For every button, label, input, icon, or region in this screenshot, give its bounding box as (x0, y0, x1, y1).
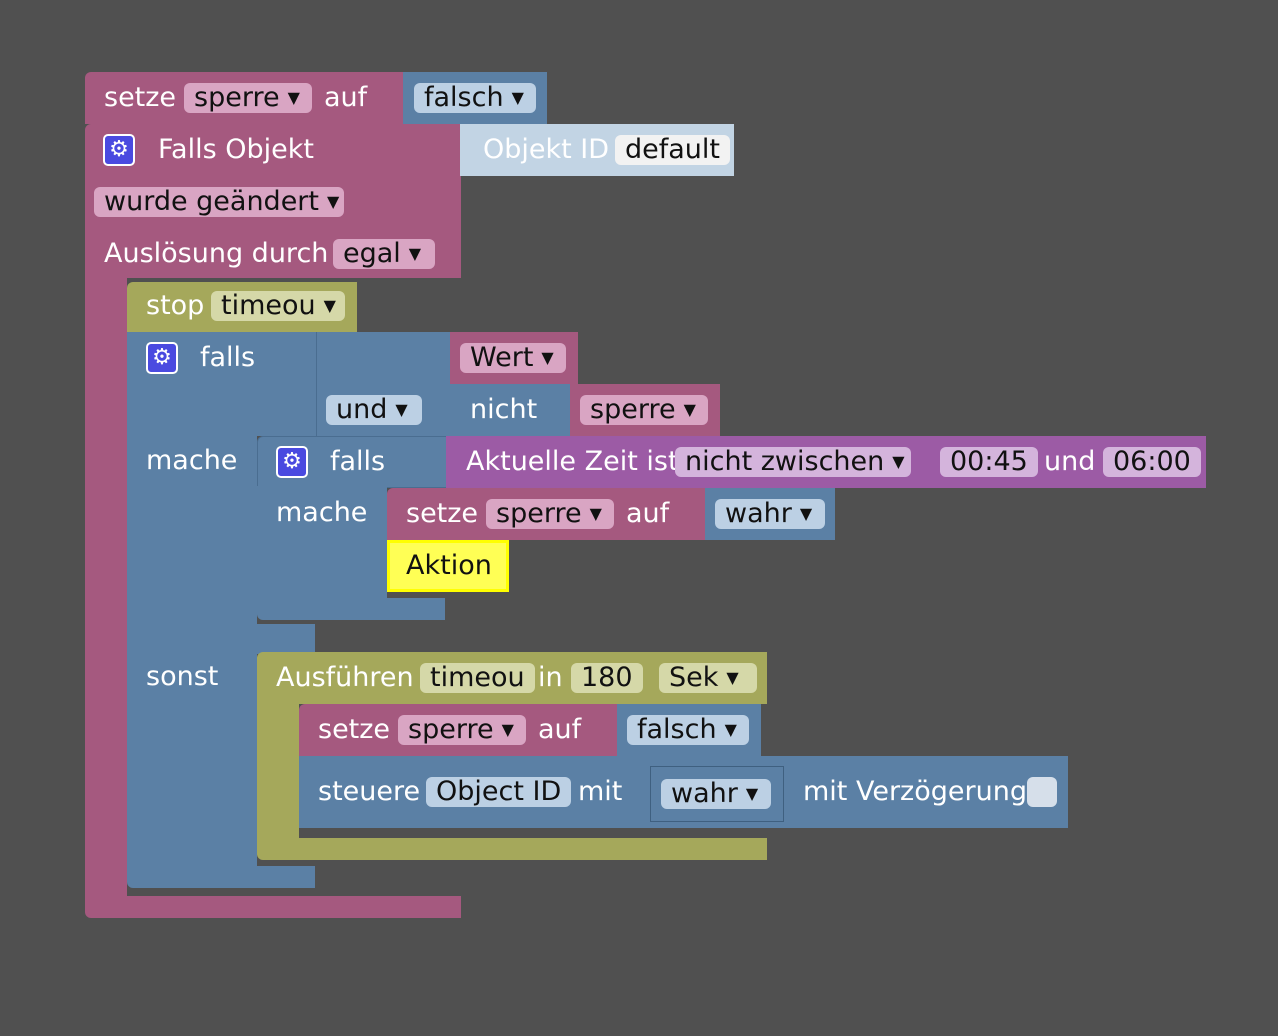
trigger-title: Falls Objekt (158, 134, 314, 165)
gear-icon[interactable]: ⚙ (103, 134, 135, 166)
wert-dropdown[interactable]: Wert▼ (460, 343, 566, 373)
stop-timer-dropdown[interactable]: timeou▼ (211, 291, 345, 321)
time-operator-dropdown[interactable]: nicht zwischen▼ (675, 447, 911, 477)
auf-label: auf (324, 82, 368, 113)
condition-dropdown[interactable]: wurde geändert▼ (94, 187, 344, 217)
timeout-in-label: in (538, 662, 563, 693)
boolean-dropdown[interactable]: wahr▼ (715, 499, 825, 529)
timeout-block-footer (257, 838, 767, 860)
ausloesung-label: Auslösung durch (104, 238, 329, 269)
time-from-field[interactable]: 00:45 (940, 447, 1038, 477)
variable-dropdown[interactable]: sperre▼ (398, 715, 526, 745)
timeout-value-field[interactable]: 180 (571, 663, 643, 693)
variable-dropdown[interactable]: sperre▼ (486, 499, 614, 529)
chevron-down-icon: ▼ (408, 244, 422, 263)
boolean-dropdown[interactable]: wahr▼ (661, 779, 771, 809)
set-label: setze (104, 82, 177, 113)
time-und-label: und (1044, 446, 1096, 477)
time-to-field[interactable]: 06:00 (1103, 447, 1201, 477)
chevron-down-icon: ▼ (726, 668, 739, 687)
chevron-down-icon: ▼ (395, 400, 408, 419)
if-else-bottom (257, 866, 315, 888)
if-else-mid (257, 624, 315, 654)
chevron-down-icon: ▼ (287, 88, 300, 107)
timeout-label: Ausführen (276, 662, 414, 693)
if-else-arm (127, 434, 257, 888)
comment-block[interactable] (387, 540, 509, 592)
set-label: setze (406, 498, 479, 529)
objekt-id-label: Objekt ID (483, 134, 610, 165)
inner-if-footer (257, 598, 445, 620)
timeout-block-arm (257, 702, 299, 840)
delay-checkbox[interactable] (1027, 777, 1057, 807)
chevron-down-icon: ▼ (589, 504, 602, 523)
chevron-down-icon: ▼ (541, 348, 554, 367)
comment-text: Aktion (406, 550, 492, 581)
timeout-timer-field[interactable]: timeou (420, 663, 535, 693)
not-block[interactable] (450, 384, 570, 436)
chevron-down-icon: ▼ (745, 784, 759, 803)
chevron-down-icon: ▼ (892, 452, 905, 471)
chevron-down-icon: ▼ (799, 504, 813, 523)
inner-falls-label: falls (330, 446, 386, 477)
auf-label: auf (538, 714, 582, 745)
nicht-label: nicht (470, 394, 538, 425)
auf-label: auf (626, 498, 670, 529)
trigger-block-arm (85, 276, 127, 898)
chevron-down-icon: ▼ (511, 88, 524, 107)
delay-label: mit Verzögerung (803, 776, 1027, 807)
objekt-id-field[interactable]: default (615, 135, 731, 165)
control-mit-label: mit (578, 776, 623, 807)
chevron-down-icon: ▼ (327, 192, 340, 211)
control-object-field[interactable]: Object ID (426, 777, 572, 807)
chevron-down-icon: ▼ (683, 400, 696, 419)
sperre-dropdown[interactable]: sperre▼ (580, 395, 708, 425)
mache-label: mache (146, 445, 238, 476)
inner-mache-label: mache (276, 497, 368, 528)
sonst-label: sonst (146, 661, 219, 692)
inner-if-arm (257, 486, 387, 600)
and-dropdown[interactable]: und▼ (326, 395, 422, 425)
variable-dropdown[interactable]: sperre▼ (184, 83, 312, 113)
chevron-down-icon: ▼ (724, 720, 737, 739)
timeout-unit-dropdown[interactable]: Sek▼ (659, 663, 757, 693)
set-label: setze (318, 714, 391, 745)
boolean-dropdown[interactable]: falsch▼ (414, 83, 536, 113)
boolean-dropdown[interactable]: falsch▼ (627, 715, 749, 745)
falls-label: falls (200, 342, 256, 373)
stop-label: stop (146, 290, 205, 321)
gear-icon[interactable]: ⚙ (146, 342, 178, 374)
time-label: Aktuelle Zeit ist (466, 446, 679, 477)
chevron-down-icon: ▼ (323, 296, 336, 315)
chevron-down-icon: ▼ (501, 720, 514, 739)
trigger-block-footer (85, 896, 461, 918)
steuere-label: steuere (318, 776, 421, 807)
gear-icon[interactable]: ⚙ (276, 446, 308, 478)
ausloesung-dropdown[interactable]: egal▼ (333, 239, 435, 269)
